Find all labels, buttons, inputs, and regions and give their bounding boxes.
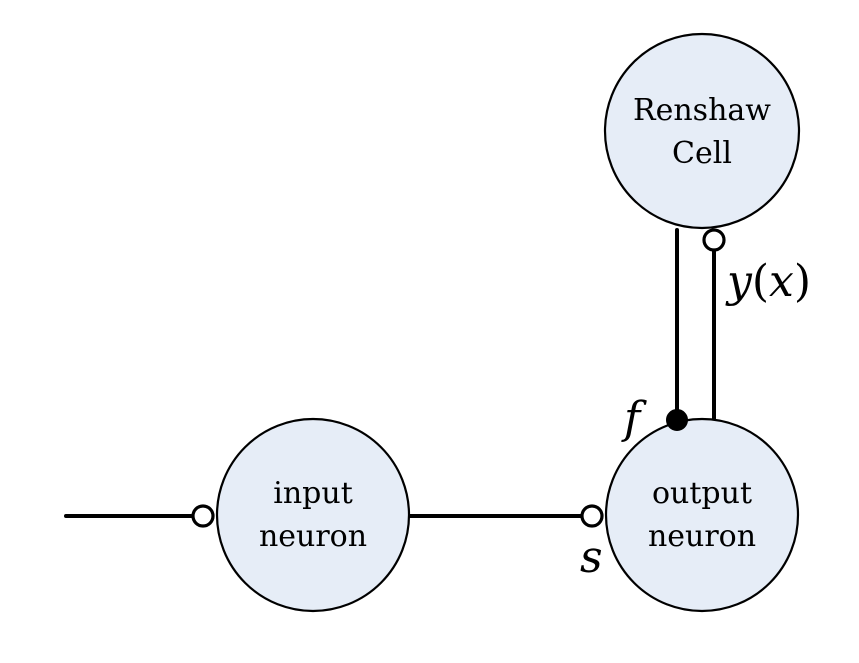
output-neuron-label-line2: neuron [648,519,756,554]
renshaw-cell-node: Renshaw Cell [603,32,801,230]
s-label: s [580,532,603,583]
renshaw-cell-label-line1: Renshaw [633,93,771,128]
y-function-symbol: y [725,256,753,307]
f-label: f [621,393,647,444]
y-open-paren: ( [752,256,769,307]
input-synapse-open [191,504,215,528]
s-synapse-open [580,504,604,528]
y-of-x-label: y(x) [725,256,811,307]
y-close-paren: ) [794,256,811,307]
input-neuron-label-line1: input [273,476,353,511]
output-neuron-node: output neuron [604,417,800,613]
input-neuron-label-line2: neuron [259,519,367,554]
f-synapse-solid [666,409,688,431]
input-neuron-node: input neuron [215,417,411,613]
renshaw-cell-label-line2: Cell [672,136,732,171]
output-neuron-label-line1: output [652,476,752,511]
y-synapse-open [702,228,726,252]
x-argument-symbol: x [769,256,794,307]
